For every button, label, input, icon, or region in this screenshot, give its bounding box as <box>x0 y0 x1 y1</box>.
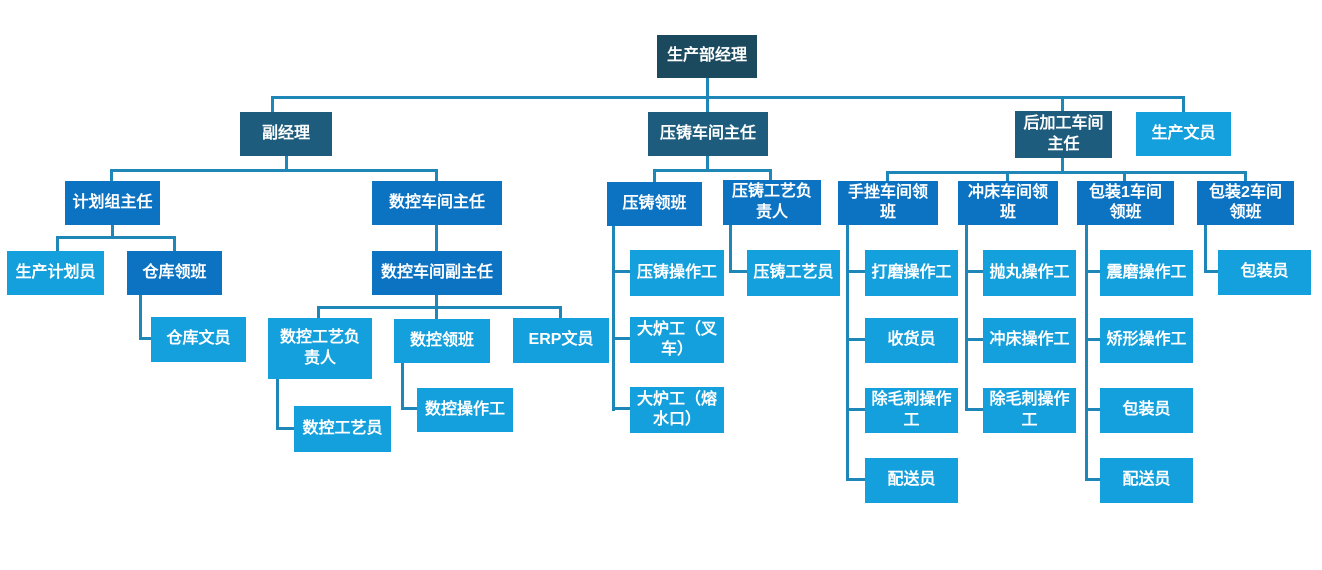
connector-line <box>139 337 152 340</box>
org-node-receiving-clerk: 收货员 <box>865 318 958 363</box>
org-node-delivery-clerk-2: 配送员 <box>1100 458 1193 503</box>
org-node-grinding-operator: 打磨操作工 <box>865 250 958 296</box>
org-node-cnc-foreman: 数控领班 <box>394 319 490 363</box>
org-node-deburring-operator-2: 除毛刺操作 工 <box>983 388 1076 433</box>
connector-line <box>110 169 438 172</box>
org-node-vibration-grind-operator: 震磨操作工 <box>1100 250 1193 296</box>
connector-line <box>1085 270 1101 273</box>
connector-line <box>706 156 709 170</box>
org-node-cnc-operator: 数控操作工 <box>417 388 513 432</box>
org-node-straightening-operator: 矫形操作工 <box>1100 318 1193 363</box>
connector-line <box>846 478 866 481</box>
connector-line <box>706 96 709 113</box>
org-node-packer-2: 包装员 <box>1218 250 1311 295</box>
org-node-post-process-director: 后加工车间 主任 <box>1015 111 1112 158</box>
org-node-die-cast-director: 压铸车间主任 <box>648 112 768 156</box>
org-node-cnc-process-lead: 数控工艺负 责人 <box>268 318 372 379</box>
connector-line <box>846 225 849 481</box>
connector-line <box>56 236 59 252</box>
connector-line <box>271 96 1185 99</box>
org-node-die-cast-operator: 压铸操作工 <box>630 250 724 296</box>
org-node-packer-1: 包装员 <box>1100 388 1193 433</box>
org-node-punch-press-operator: 冲床操作工 <box>983 318 1076 363</box>
org-node-cnc-deputy-director: 数控车间副主任 <box>372 251 502 295</box>
connector-line <box>965 270 984 273</box>
connector-line <box>1085 408 1101 411</box>
connector-line <box>435 225 438 252</box>
org-node-deburring-operator-1: 除毛刺操作 工 <box>865 388 958 433</box>
connector-line <box>271 96 274 113</box>
connector-line <box>1085 338 1101 341</box>
connector-line <box>1204 270 1219 273</box>
connector-line <box>612 270 631 273</box>
org-node-delivery-clerk-1: 配送员 <box>865 458 958 503</box>
connector-line <box>110 169 113 182</box>
connector-line <box>173 236 176 252</box>
org-node-planning-director: 计划组主任 <box>65 181 160 225</box>
org-node-packing1-foreman: 包装1车间 领班 <box>1077 181 1174 225</box>
connector-line <box>846 270 866 273</box>
connector-line <box>886 171 1247 174</box>
org-node-production-clerk: 生产文员 <box>1136 112 1231 156</box>
connector-line <box>886 171 889 182</box>
connector-line <box>317 306 320 319</box>
connector-line <box>846 338 866 341</box>
connector-line <box>653 169 656 183</box>
org-node-cnc-process-engineer: 数控工艺员 <box>294 406 391 452</box>
connector-line <box>285 156 288 170</box>
connector-line <box>612 337 631 340</box>
org-node-cnc-director: 数控车间主任 <box>372 181 502 225</box>
connector-line <box>1085 478 1101 481</box>
connector-line <box>612 407 631 410</box>
connector-line <box>139 295 142 340</box>
connector-line <box>401 363 404 410</box>
org-node-die-cast-process-engineer: 压铸工艺员 <box>747 250 840 296</box>
org-node-die-cast-process-lead: 压铸工艺负 责人 <box>723 180 821 225</box>
connector-line <box>706 78 709 97</box>
connector-line <box>653 169 772 172</box>
connector-line <box>612 226 615 411</box>
connector-line <box>729 270 748 273</box>
connector-line <box>111 225 114 237</box>
connector-line <box>965 408 984 411</box>
connector-line <box>1204 225 1207 273</box>
org-node-shot-blast-operator: 抛丸操作工 <box>983 250 1076 296</box>
org-node-erp-clerk: ERP文员 <box>513 318 609 363</box>
connector-line <box>435 169 438 182</box>
connector-line <box>965 225 968 411</box>
connector-line <box>1244 171 1247 182</box>
connector-line <box>1006 171 1009 182</box>
org-node-furnace-worker-melt-port: 大炉工（熔 水口） <box>630 387 724 433</box>
org-node-hand-file-foreman: 手挫车间领 班 <box>838 181 938 225</box>
connector-line <box>1061 158 1064 172</box>
connector-line <box>276 379 279 430</box>
connector-line <box>1123 171 1126 182</box>
org-node-production-manager: 生产部经理 <box>657 35 757 78</box>
connector-line <box>846 408 866 411</box>
connector-line <box>729 225 732 273</box>
connector-line <box>401 407 418 410</box>
org-node-production-planner: 生产计划员 <box>7 251 104 295</box>
org-node-warehouse-foreman: 仓库领班 <box>127 251 222 295</box>
connector-line <box>317 306 562 309</box>
org-node-deputy-manager: 副经理 <box>240 112 332 156</box>
connector-line <box>435 306 438 320</box>
connector-line <box>769 169 772 181</box>
connector-line <box>1182 96 1185 113</box>
connector-line <box>1061 96 1064 112</box>
connector-line <box>435 295 438 307</box>
connector-line <box>559 306 562 319</box>
connector-line <box>276 427 295 430</box>
org-node-punch-press-foreman: 冲床车间领 班 <box>958 181 1058 225</box>
connector-line <box>1085 225 1088 481</box>
org-node-furnace-worker-forklift: 大炉工（叉 车） <box>630 317 724 363</box>
org-node-die-cast-foreman: 压铸领班 <box>607 182 702 226</box>
org-node-warehouse-clerk: 仓库文员 <box>151 317 246 362</box>
connector-line <box>56 236 176 239</box>
connector-line <box>965 338 984 341</box>
org-node-packing2-foreman: 包装2车间 领班 <box>1197 181 1294 225</box>
